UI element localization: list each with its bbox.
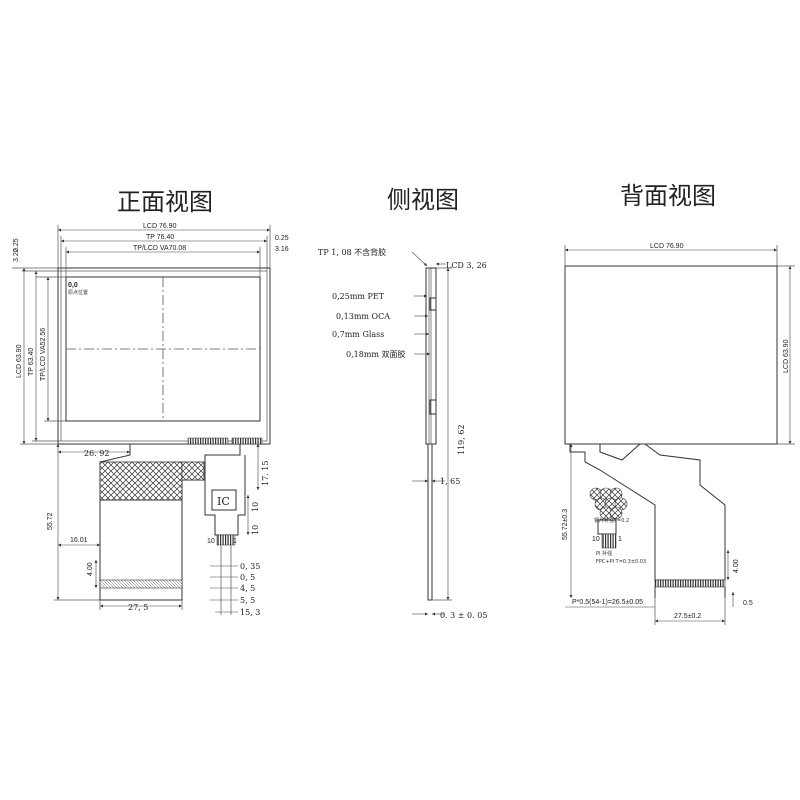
back-pi-note-1: PI 补强 [596, 550, 612, 557]
side-glass: 0,7mm Glass [332, 330, 384, 339]
lcd-width-dim: LCD 76.90 [143, 223, 177, 230]
back-stiffener-note: 钢片补强T=0.2 [594, 517, 629, 524]
va-height-dim: TP/LCD VA52.56 [40, 328, 47, 381]
tp-outline [60, 270, 268, 442]
front-pin-10: 10 [207, 538, 215, 545]
dim-4-00: 4.00 [87, 562, 94, 576]
fpc-lower [99, 499, 183, 601]
back-pi-note-2: FPC+PI T=0.3±0.03 [596, 559, 646, 565]
stiffener-hatched [99, 461, 183, 501]
dim-27-5: 27, 5 [128, 603, 148, 612]
tp-width-dim: TP 76.40 [146, 234, 174, 241]
side-tape: 0,18mm 双面胶 [346, 349, 406, 359]
back-pin-1: 1 [618, 536, 622, 543]
back-stiffener-chain [589, 487, 628, 520]
side-total-length: 119, 62 [457, 424, 466, 455]
ic-label: IC [217, 495, 230, 508]
lcd-height-dim: LCD 63.90 [16, 344, 23, 378]
dim-0-5: 0, 5 [240, 573, 255, 582]
back-lcd-height: LCD 63.90 [783, 339, 790, 373]
back-lcd-outline [564, 265, 778, 445]
side-view: 119, 62 TP 1, 08 不含背胶 LCD 3, 26 0,25mm P… [318, 247, 487, 620]
dim-26-92: 26. 92 [84, 449, 109, 458]
ic-box [211, 489, 237, 511]
back-dim-27-5: 27.5±0.2 [674, 613, 701, 620]
front-pin-1: 1 [233, 538, 237, 545]
top-left-3-22: 3.22 [13, 248, 20, 262]
dim-55-72: 55.72 [47, 512, 54, 530]
side-lcd-thickness: LCD 3, 26 [446, 261, 487, 270]
va-width-dim: TP/LCD VA70.08 [133, 245, 186, 252]
dim-10b: 10 [251, 525, 260, 535]
side-1-65: 1, 65 [440, 477, 460, 486]
side-tp-thickness: TP 1, 08 不含背胶 [318, 247, 386, 257]
front-view: 0,0 原点位置 LCD 76.90 TP 76.40 TP/LCD VA70.… [12, 223, 289, 617]
back-dim-0-5: 0.5 [743, 600, 753, 607]
back-pitch: P*0.5(54-1)=26.5±0.05 [572, 599, 643, 606]
tp-height-dim: TP 63.40 [28, 348, 35, 376]
front-view-title: 正面视图 [117, 188, 213, 216]
origin-note: 原点位置 [68, 289, 88, 296]
back-dim-55-72: 55.72±0.3 [562, 509, 569, 540]
dim-16-01: 16.01 [70, 537, 88, 544]
origin-label: 0,0 [68, 282, 78, 289]
dim-15-3: 15, 3 [240, 608, 260, 617]
back-view-title: 背面视图 [620, 182, 716, 210]
dim-5-5: 5, 5 [240, 596, 255, 605]
dim-17-15: 17. 15 [261, 461, 270, 486]
fpc-gold-fingers [99, 579, 183, 589]
top-right-0-25: 0.25 [275, 235, 289, 242]
dim-4-5: 4, 5 [240, 584, 255, 593]
back-fpc-outline [569, 443, 726, 581]
back-gold-fingers [654, 579, 726, 588]
top-right-3-16: 3.16 [275, 246, 289, 253]
side-oca: 0,13mm OCA [336, 312, 390, 321]
back-view: LCD 76.90 LCD 63.90 钢片补强T=0.2 10 1 PI 补强… [562, 243, 795, 625]
back-pin-10: 10 [592, 536, 600, 543]
side-pet: 0,25mm PET [332, 292, 385, 301]
back-dim-4-00: 4.00 [733, 559, 740, 573]
side-view-title: 侧视图 [387, 186, 459, 214]
dim-10a: 10 [251, 502, 260, 512]
side-fpc-thickness: 0. 3 ± 0. 05 [440, 611, 487, 620]
fpc-bond-pins [187, 437, 229, 445]
top-left-0-25: 0.25 [13, 238, 20, 252]
back-lcd-width: LCD 76.90 [650, 243, 684, 250]
lcd-outline [57, 267, 271, 445]
dim-0-35: 0, 35 [240, 562, 260, 571]
